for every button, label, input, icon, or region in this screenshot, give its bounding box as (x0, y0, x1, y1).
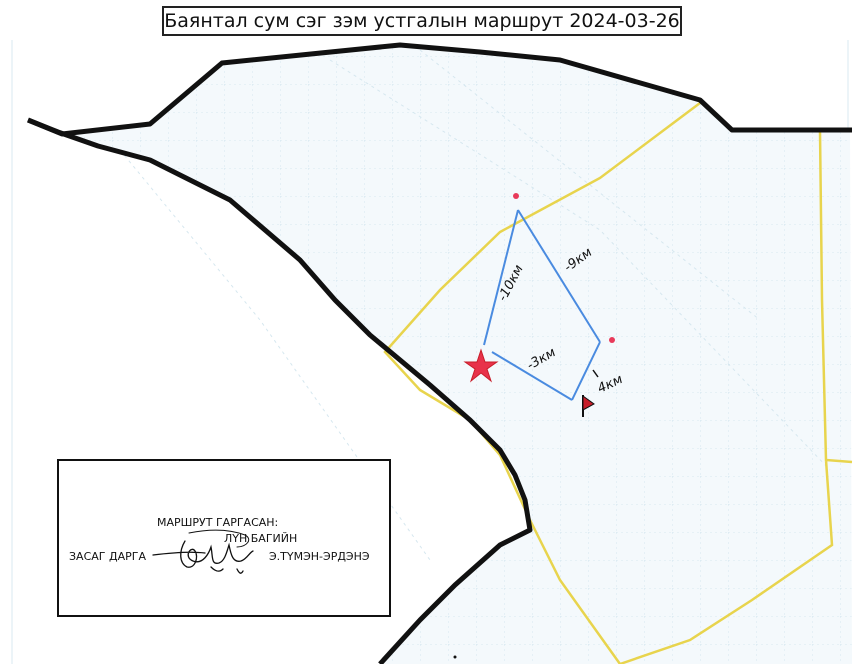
signature-block: МАРШРУТ ГАРГАСАН: ЛҮН БАГИЙН ЗАСАГ ДАРГА… (57, 459, 391, 617)
signature-heading: МАРШРУТ ГАРГАСАН: (157, 516, 279, 529)
route-segment-2 (517, 209, 601, 343)
route-segment-4 (491, 351, 573, 401)
signature-name: Э.ТҮМЭН-ЭРДЭНЭ (269, 550, 370, 563)
end-flag-icon (582, 395, 595, 417)
route-segment-1 (483, 209, 519, 346)
map-title: Баянтал сум сэг зэм устгалын маршрут 202… (164, 10, 680, 32)
waypoint-dot-icon (609, 337, 615, 343)
outer-boundary-west (27, 117, 533, 664)
district-boundary-east (619, 130, 853, 664)
contour-line (419, 49, 761, 321)
outer-boundary (27, 42, 852, 137)
signature-unit: ЛҮН БАГИЙН (224, 532, 298, 545)
contour-line (329, 59, 831, 471)
signature-role: ЗАСАГ ДАРГА (69, 550, 146, 563)
start-star-icon (463, 348, 499, 383)
waypoint-dot-icon (513, 193, 519, 199)
handwritten-signature (152, 529, 254, 574)
map-grid (30, 45, 852, 664)
map-dot (453, 655, 457, 659)
district-boundary (383, 102, 701, 664)
route (483, 209, 601, 401)
route-segment-3 (571, 341, 601, 401)
map-title-box: Баянтал сум сэг зэм устгалын маршрут 202… (162, 6, 682, 36)
route-label-tick (592, 369, 599, 378)
